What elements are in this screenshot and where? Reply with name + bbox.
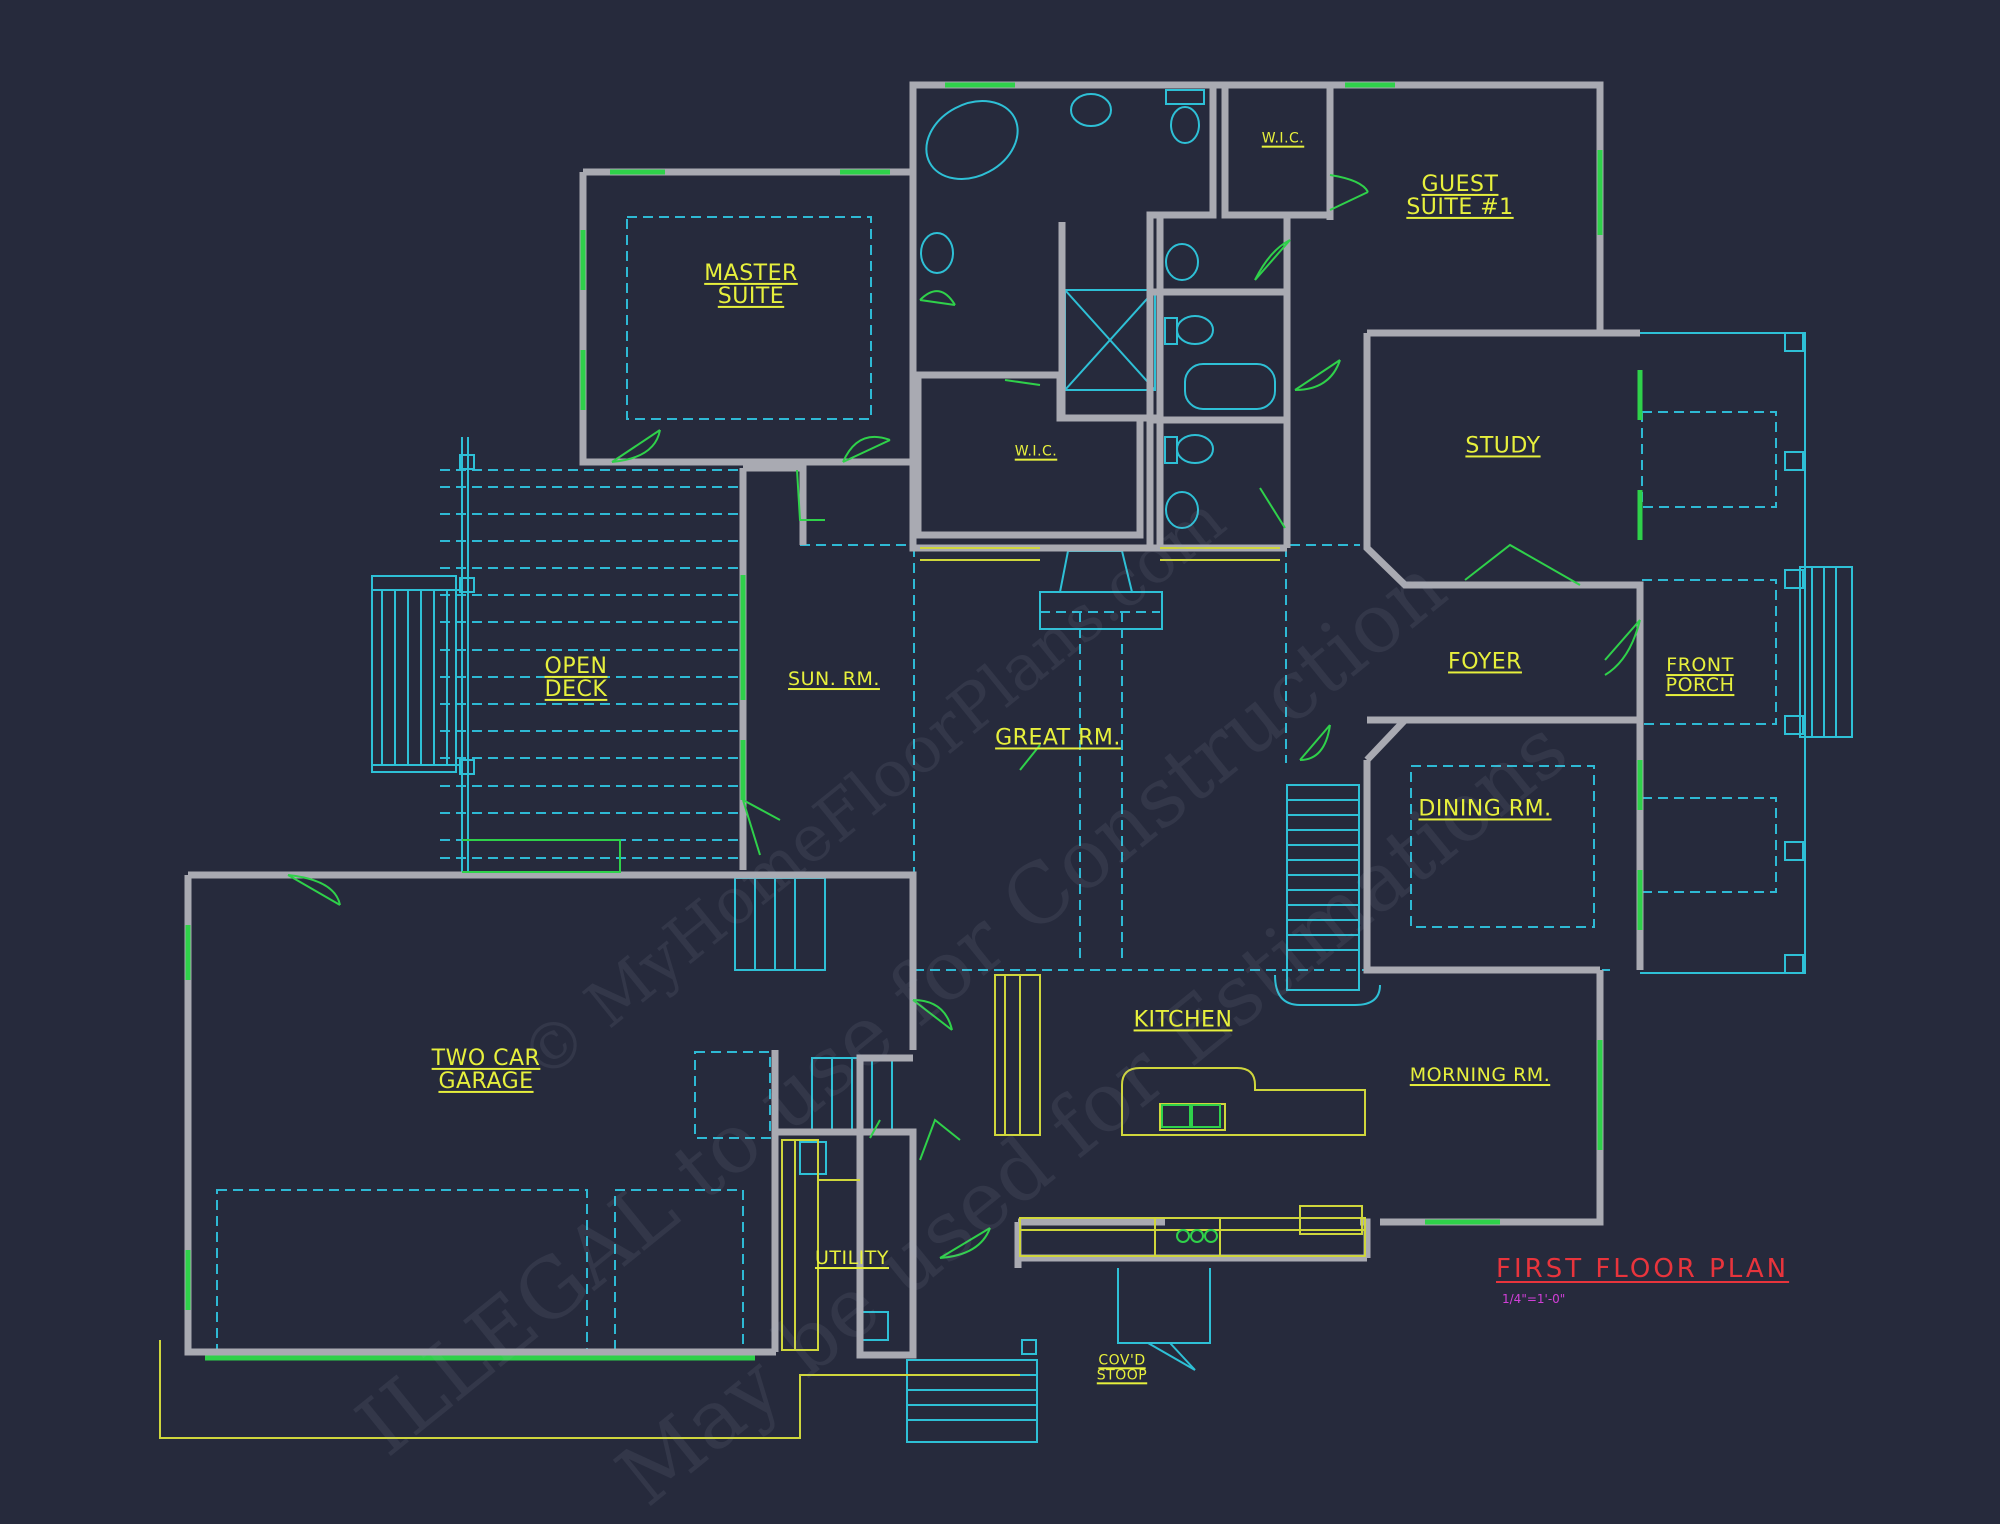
green-fixtures — [462, 839, 1221, 1243]
room-label-guest-suite: GUEST SUITE #1 — [1406, 171, 1514, 220]
doors — [287, 174, 1641, 1259]
room-label-master-suite: MASTER SUITE — [704, 260, 798, 309]
room-label-foyer: FOYER — [1448, 649, 1522, 675]
room-label-wic-master: W.I.C. — [1014, 443, 1058, 460]
room-label-wic-guest: W.I.C. — [1261, 130, 1305, 147]
plan-scale: 1/4"=1'-0" — [1502, 1292, 1566, 1306]
room-label-two-car-garage: TWO CAR GARAGE — [431, 1045, 541, 1094]
room-label-great-rm: GREAT RM. — [995, 725, 1121, 751]
kitchen-cabinets — [159, 547, 1366, 1439]
deck-and-porch-structures — [371, 89, 1853, 1443]
room-label-kitchen: KITCHEN — [1133, 1007, 1233, 1033]
room-label-front-porch: FRONT PORCH — [1665, 654, 1735, 696]
room-label-open-deck: OPEN DECK — [544, 653, 608, 702]
room-label-utility: UTILITY — [814, 1247, 890, 1270]
room-label-study: STUDY — [1465, 433, 1541, 459]
walls — [184, 81, 1644, 1359]
dashed-lines — [216, 216, 1777, 1351]
room-label-dining-rm: DINING RM. — [1418, 796, 1552, 822]
plan-title: FIRST FLOOR PLAN — [1496, 1254, 1790, 1284]
room-label-sun-rm: SUN. RM. — [788, 668, 880, 691]
room-label-covd-stoop: COV'D STOOP — [1096, 1352, 1148, 1383]
room-label-morning-rm: MORNING RM. — [1409, 1064, 1551, 1087]
windows — [185, 82, 1643, 1361]
